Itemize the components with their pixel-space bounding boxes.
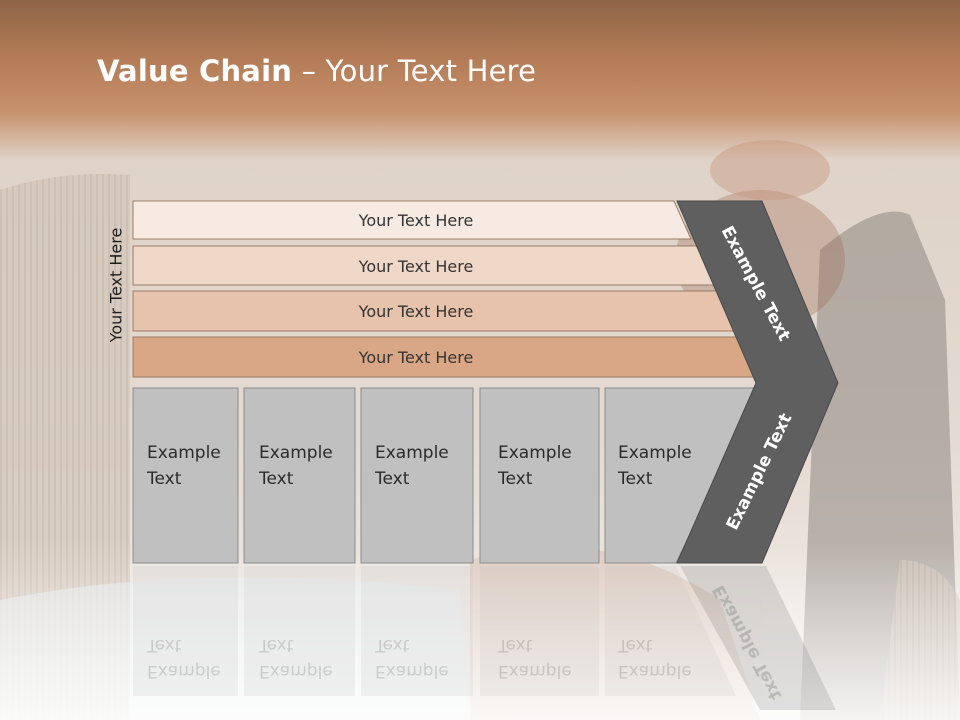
column-text-5: Example Text [618,440,692,492]
row-label-4: Your Text Here [358,347,474,367]
column-text-5-line1: Example [618,443,692,463]
reflection-3-line1: Example [375,661,449,681]
reflection-2-line1: Example [259,661,333,681]
title-bold-part: Value Chain [97,54,293,88]
column-box-4[interactable] [479,387,600,564]
reflection-1-line2: Text [147,635,182,655]
reflection-4-line1: Example [498,661,572,681]
row-bar-1[interactable] [132,200,692,240]
chevron-arrow[interactable] [676,200,839,564]
column-box-1[interactable] [132,387,239,564]
column-text-3-line1: Example [375,443,449,463]
column-text-2: Example Text [259,440,333,492]
slide-title: Value Chain – Your Text Here [97,54,536,88]
reflection-2-line2: Text [259,635,294,655]
reflection-5-line1: Example [618,661,692,681]
column-text-2-line2: Text [259,469,294,489]
column-box-3[interactable] [360,387,474,564]
reflection-4-line2: Text [498,635,533,655]
reflection-5-line2: Text [618,635,653,655]
title-rest-part: – Your Text Here [292,54,537,88]
column-reflections [133,566,836,710]
column-text-2-line1: Example [259,443,333,463]
column-text-5-line2: Text [618,469,653,489]
column-text-1-line2: Text [147,469,182,489]
column-text-3-line2: Text [375,469,410,489]
column-reflection-text-4: Example Text [498,632,572,684]
column-reflection-text-3: Example Text [375,632,449,684]
column-text-4-line2: Text [498,469,533,489]
column-box-5[interactable] [604,387,762,564]
row-label-3: Your Text Here [358,301,474,321]
column-text-3: Example Text [375,440,449,492]
row-label-1: Your Text Here [358,210,474,230]
column-reflection-text-2: Example Text [259,632,333,684]
reflection-3-line2: Text [375,635,410,655]
column-text-1-line1: Example [147,443,221,463]
column-text-1: Example Text [147,440,221,492]
column-text-4: Example Text [498,440,572,492]
column-text-4-line1: Example [498,443,572,463]
column-reflection-text-5: Example Text [618,632,692,684]
column-reflection-text-1: Example Text [147,632,221,684]
title-band [0,0,960,160]
reflection-1-line1: Example [147,661,221,681]
row-label-2: Your Text Here [358,256,474,276]
column-box-2[interactable] [243,387,356,564]
